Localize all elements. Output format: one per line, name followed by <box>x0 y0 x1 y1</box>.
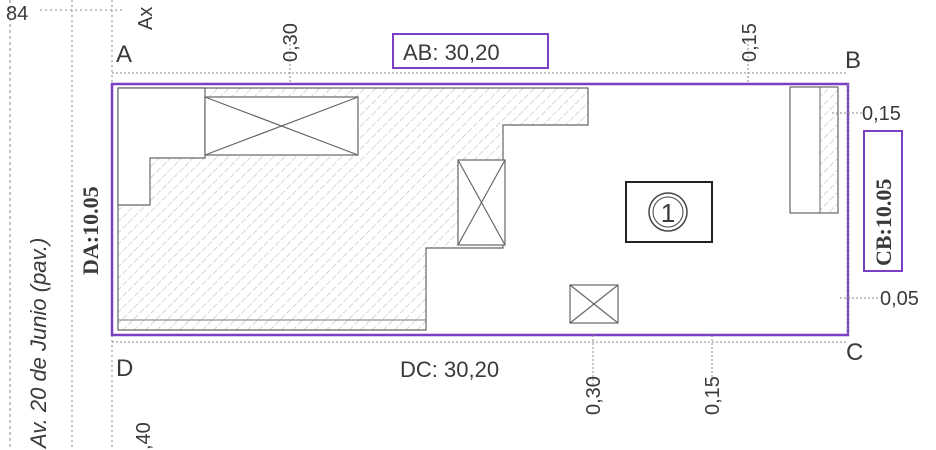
cb-dimension: CB:10.05 <box>871 179 896 266</box>
cb-dimension-box <box>863 130 903 272</box>
corner-label-c: C <box>846 339 863 366</box>
da-dimension: DA:10.05 <box>78 186 103 275</box>
lot-number-box <box>625 181 713 243</box>
edge-label-top-left: 84 <box>6 3 28 25</box>
edge-label-top-axis: Ax <box>135 7 157 30</box>
dc-dimension: DC: 30,20 <box>400 357 499 382</box>
corner-label-a: A <box>116 41 132 68</box>
ab-dimension: AB: 30,20 <box>403 40 500 65</box>
edge-label-bottom-left: ,40 <box>133 422 155 450</box>
setback-bottom-030: 0,30 <box>583 376 605 415</box>
corner-label-d: D <box>116 355 133 382</box>
lot-number: 1 <box>661 198 675 228</box>
ab-dimension-box <box>392 33 549 69</box>
lot-number-circle <box>648 192 688 232</box>
crossed-box-bottom <box>569 284 619 324</box>
street-label: Av. 20 de Junio (pav.) <box>26 238 51 450</box>
dimension-lines <box>112 40 880 385</box>
crossed-box-top <box>204 96 359 156</box>
setback-top-015: 0,15 <box>739 23 761 62</box>
setback-bottom-015: 0,15 <box>702 376 724 415</box>
setback-right-015: 0,15 <box>862 103 901 125</box>
setback-top-030: 0,30 <box>280 23 302 62</box>
setback-right-005: 0,05 <box>880 288 919 310</box>
crossed-box-middle <box>457 159 506 246</box>
corner-label-b: B <box>845 47 861 74</box>
right-hatched-strip <box>789 86 839 214</box>
